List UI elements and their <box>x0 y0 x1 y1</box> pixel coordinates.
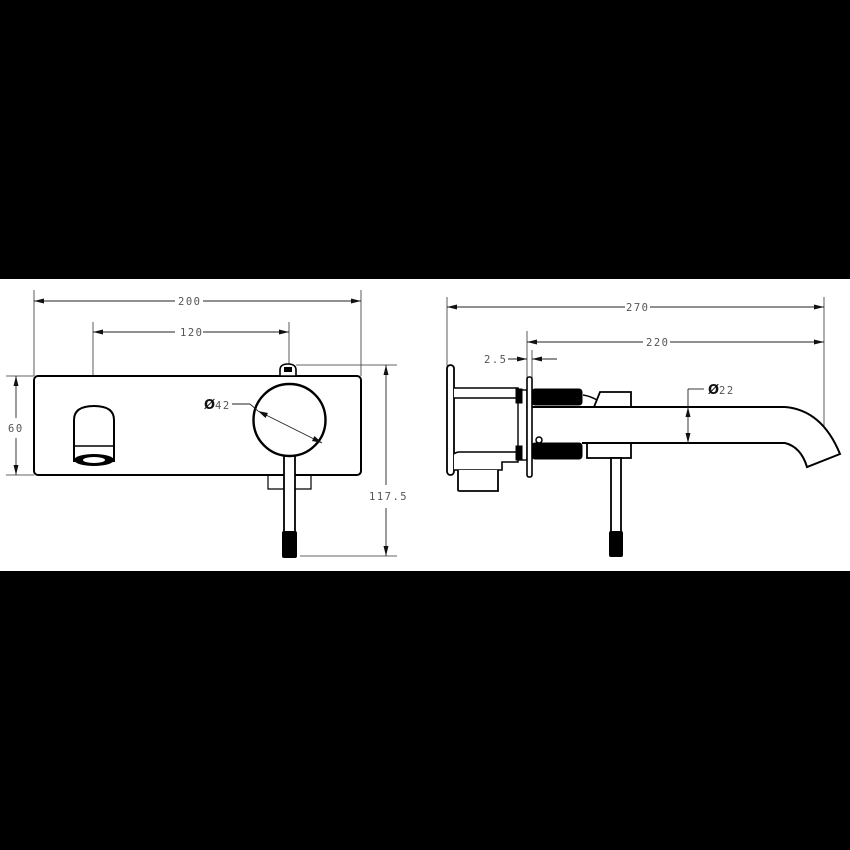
threaded-sleeve-bottom <box>531 442 583 460</box>
label-plate-height: 60 <box>8 423 24 435</box>
diameter-symbol: Ø <box>708 383 719 398</box>
sleeve-top-inner <box>515 388 523 404</box>
side-lever <box>609 457 623 557</box>
wall-housing <box>446 364 528 492</box>
cartridge-nub <box>279 363 297 377</box>
sleeve-bottom-inner <box>515 445 523 461</box>
diameter-symbol: Ø <box>204 398 215 413</box>
dimension-overall-width: 200 <box>33 290 362 376</box>
spout-front <box>73 404 115 466</box>
dimension-overall-projection: 270 <box>446 297 825 456</box>
lever-handle <box>252 382 327 558</box>
spout-side <box>532 406 842 469</box>
label-spout-diameter: 22 <box>719 385 735 397</box>
front-view: 200 120 60 <box>6 290 408 558</box>
dimension-spout-diameter: Ø 22 <box>685 383 735 443</box>
label-handle-diameter: 42 <box>215 400 231 412</box>
label-overall-width: 200 <box>178 296 201 308</box>
label-overall-projection: 270 <box>626 302 649 314</box>
handle-disc <box>252 382 327 458</box>
label-spout-projection: 220 <box>646 337 669 349</box>
dimension-spout-projection: 220 <box>526 331 824 378</box>
dimension-spout-to-handle: 120 <box>92 322 290 392</box>
grub-screw <box>535 436 543 444</box>
dimension-handle-diameter: Ø 42 <box>204 398 323 444</box>
plate-edge <box>526 376 533 478</box>
label-overall-height: 117.5 <box>369 491 408 503</box>
label-plate-thickness: 2.5 <box>484 354 507 366</box>
dimension-plate-height: 60 <box>6 375 34 476</box>
label-spout-to-handle: 120 <box>180 327 203 339</box>
dimension-overall-height: 117.5 <box>296 364 408 557</box>
dimension-plate-thickness: 2.5 <box>484 350 557 378</box>
valve-cap <box>593 391 632 408</box>
valve-body <box>586 442 632 459</box>
threaded-sleeve-top <box>531 388 583 406</box>
side-view: 270 220 2.5 <box>446 297 842 557</box>
